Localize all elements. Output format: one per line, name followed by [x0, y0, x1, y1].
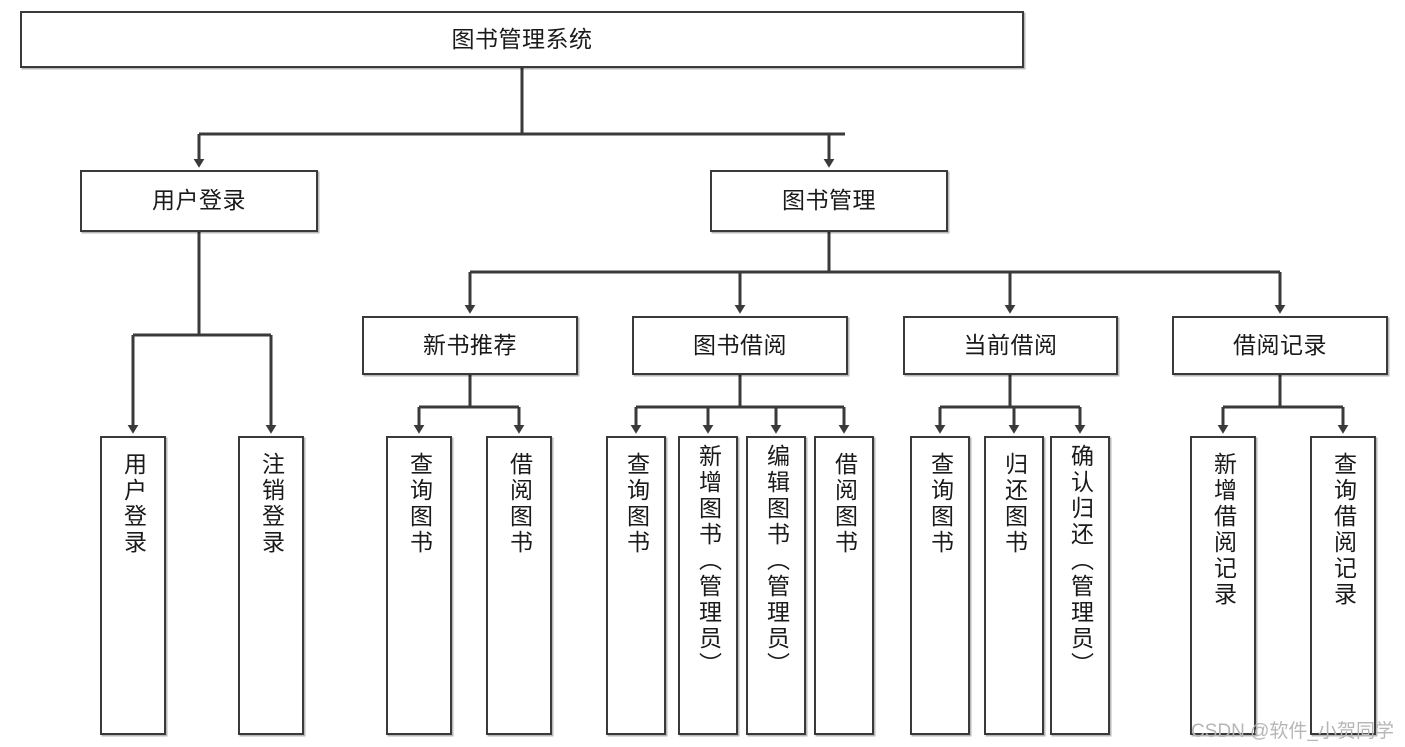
leaf-confirm-return-admin[interactable]: 确认归还（管理员） — [1050, 436, 1110, 735]
node-root-system-label: 图书管理系统 — [451, 25, 593, 52]
node-user-login[interactable]: 用户登录 — [80, 170, 318, 232]
leaf-add-book-admin[interactable]: 新增图书（管理员） — [678, 436, 738, 735]
leaf-borrow-book-new-recommendation-label: 借阅图书 — [506, 452, 533, 556]
node-borrowing-record[interactable]: 借阅记录 — [1172, 316, 1388, 375]
leaf-logout[interactable]: 注销登录 — [238, 436, 304, 735]
leaf-query-book-current[interactable]: 查询图书 — [910, 436, 970, 735]
node-new-book-recommendation[interactable]: 新书推荐 — [362, 316, 578, 375]
leaf-add-borrowing-record[interactable]: 新增借阅记录 — [1190, 436, 1256, 735]
leaf-query-book-new-recommendation-label: 查询图书 — [406, 452, 433, 556]
node-new-book-recommendation-label: 新书推荐 — [423, 331, 517, 358]
node-book-borrowing[interactable]: 图书借阅 — [632, 316, 848, 375]
leaf-edit-book-admin[interactable]: 编辑图书（管理员） — [746, 436, 806, 735]
leaf-confirm-return-admin-label: 确认归还（管理员） — [1067, 444, 1094, 678]
csdn-watermark: CSDN @软件_小贺同学 — [1191, 721, 1394, 742]
leaf-query-book-new-recommendation[interactable]: 查询图书 — [386, 436, 452, 735]
leaf-edit-book-admin-label: 编辑图书（管理员） — [763, 444, 790, 678]
node-current-borrowing[interactable]: 当前借阅 — [903, 316, 1118, 375]
node-book-management[interactable]: 图书管理 — [710, 170, 948, 232]
leaf-query-book-borrowing[interactable]: 查询图书 — [606, 436, 666, 735]
leaf-return-book[interactable]: 归还图书 — [984, 436, 1044, 735]
leaf-query-borrowing-record-label: 查询借阅记录 — [1330, 452, 1357, 608]
leaf-query-borrowing-record[interactable]: 查询借阅记录 — [1310, 436, 1376, 735]
leaf-query-book-current-label: 查询图书 — [927, 452, 954, 556]
leaf-logout-label: 注销登录 — [258, 452, 285, 556]
node-borrowing-record-label: 借阅记录 — [1233, 331, 1327, 358]
leaf-user-login-label: 用户登录 — [120, 452, 147, 556]
node-root-system[interactable]: 图书管理系统 — [20, 11, 1024, 68]
node-book-management-label: 图书管理 — [782, 187, 876, 214]
leaf-add-book-admin-label: 新增图书（管理员） — [695, 444, 722, 678]
leaf-query-book-borrowing-label: 查询图书 — [623, 452, 650, 556]
leaf-borrow-book-new-recommendation[interactable]: 借阅图书 — [486, 436, 552, 735]
node-user-login-label: 用户登录 — [152, 187, 246, 214]
leaf-borrow-book-borrowing-label: 借阅图书 — [831, 452, 858, 556]
leaf-borrow-book-borrowing[interactable]: 借阅图书 — [814, 436, 874, 735]
leaf-add-borrowing-record-label: 新增借阅记录 — [1210, 452, 1237, 608]
leaf-user-login[interactable]: 用户登录 — [100, 436, 166, 735]
node-current-borrowing-label: 当前借阅 — [963, 331, 1058, 358]
node-book-borrowing-label: 图书借阅 — [693, 331, 787, 358]
leaf-return-book-label: 归还图书 — [1001, 452, 1028, 556]
